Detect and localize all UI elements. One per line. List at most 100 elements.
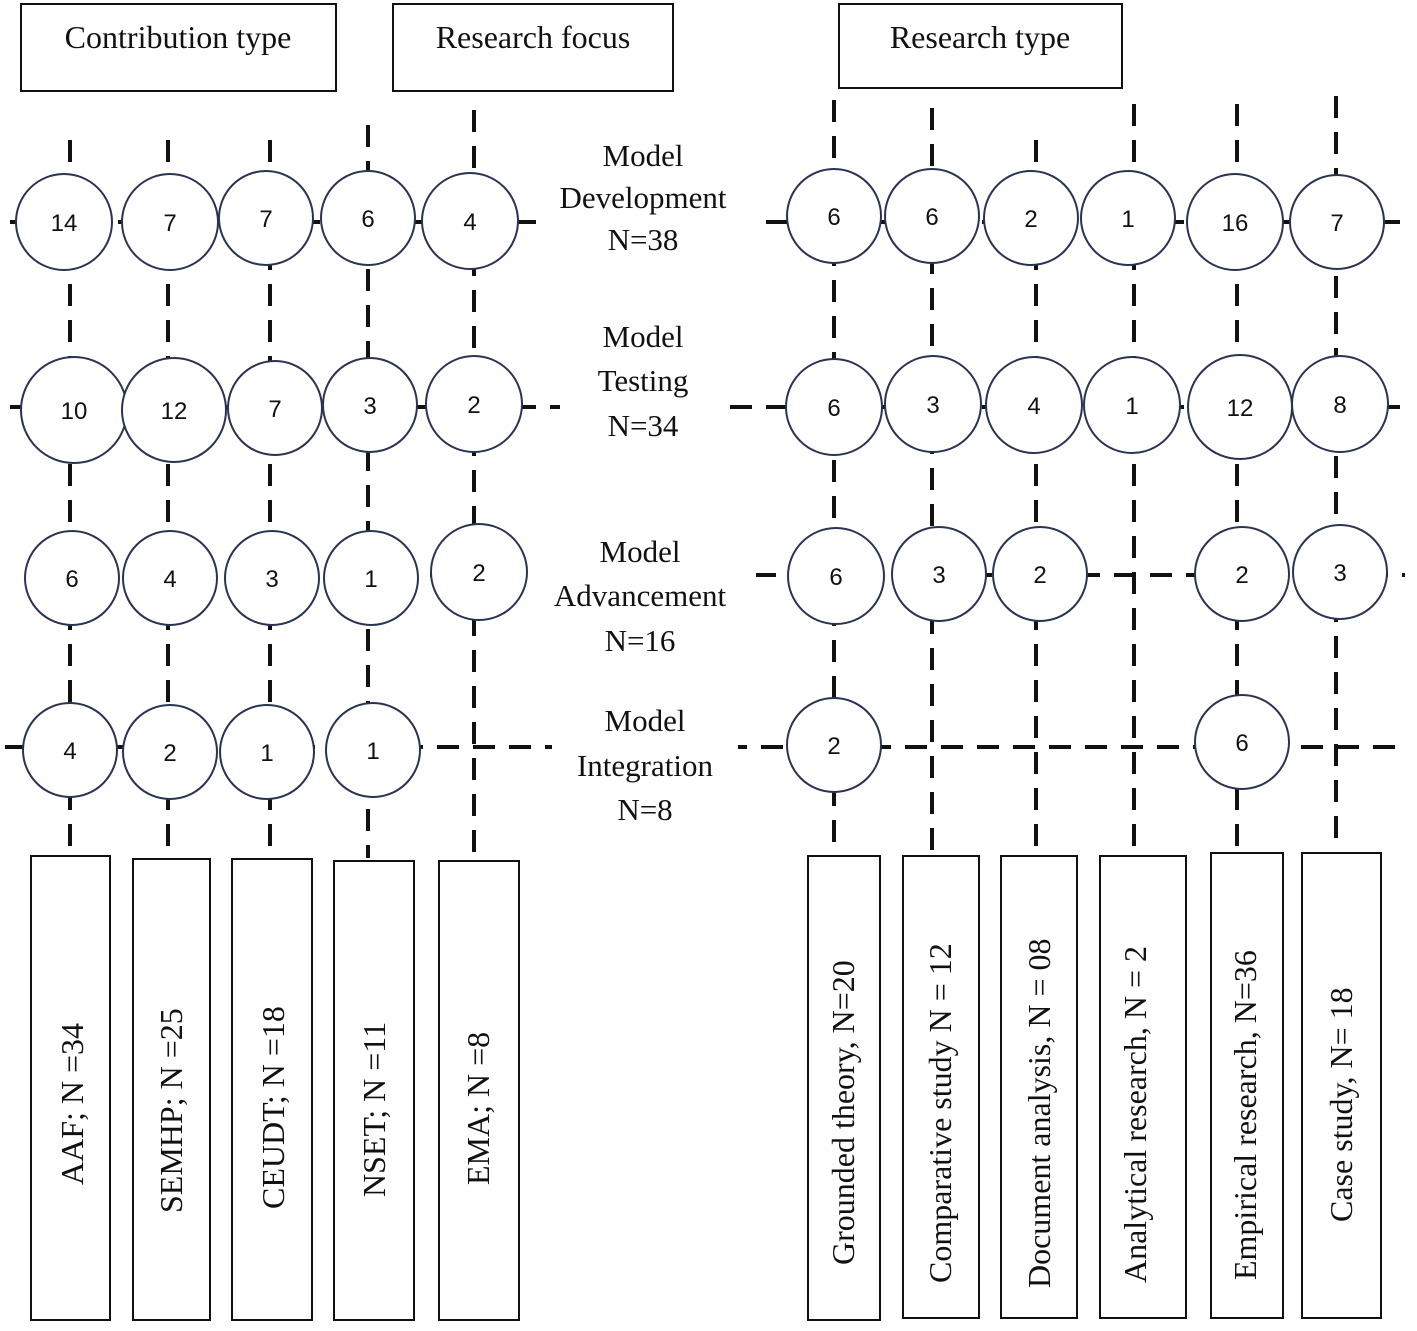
count-circle: 2 (786, 697, 882, 793)
horizontal-dashed-lines (5, 220, 1405, 749)
count-value: 8 (1333, 392, 1346, 419)
count-value: 2 (163, 740, 176, 767)
count-circle: 2 (1194, 526, 1290, 622)
contribution-box-label: AAF; N =34 (54, 1023, 90, 1185)
count-value: 7 (259, 206, 272, 233)
research-box-label: Analytical research, N = 2 (1117, 946, 1153, 1283)
count-value: 2 (827, 733, 840, 760)
row-label-line2: Testing (598, 363, 689, 398)
row-label-integration: Model Integration N=8 (552, 698, 738, 828)
row-label-count: N=38 (608, 222, 679, 257)
count-circle: 6 (884, 168, 980, 264)
count-circle: 12 (1187, 354, 1293, 460)
row-label-count: N=8 (617, 792, 672, 827)
count-value: 16 (1222, 210, 1249, 237)
count-circle: 14 (15, 173, 113, 271)
row-advancement-circles: 6 4 3 1 2 6 3 2 2 3 (24, 523, 1388, 626)
research-box-label: Comparative study N = 12 (922, 943, 958, 1283)
count-value: 4 (163, 566, 176, 593)
research-type-boxes: Grounded theory, N=20 Comparative study … (807, 852, 1382, 1321)
count-circle: 4 (122, 530, 218, 626)
count-value: 3 (926, 392, 939, 419)
count-circle: 7 (121, 173, 219, 271)
count-circle: 6 (24, 530, 120, 626)
row-label-advancement: Model Advancement N=16 (530, 528, 756, 662)
research-box-document-analysis: Document analysis, N = 08 (1000, 855, 1078, 1319)
row-label-line2: Integration (577, 748, 714, 783)
count-circle: 2 (425, 355, 523, 453)
research-box-label: Grounded theory, N=20 (825, 960, 861, 1265)
count-circle: 7 (227, 360, 323, 456)
count-circle: 4 (421, 172, 519, 270)
contribution-box-nset: NSET; N =11 (333, 860, 415, 1321)
count-circle: 3 (1292, 524, 1388, 620)
count-circle: 12 (121, 357, 227, 463)
contribution-box-ceudt: CEUDT; N =18 (231, 858, 313, 1321)
count-value: 12 (161, 398, 188, 425)
count-circle: 4 (985, 356, 1083, 454)
count-circle: 1 (1080, 170, 1176, 266)
count-value: 7 (1330, 210, 1343, 237)
header-contribution-type: Contribution type (20, 3, 337, 92)
count-value: 6 (65, 566, 78, 593)
row-label-count: N=16 (605, 623, 676, 658)
row-label-count: N=34 (608, 408, 679, 443)
count-value: 6 (925, 204, 938, 231)
count-circle: 6 (787, 527, 885, 625)
count-circle: 2 (122, 704, 218, 800)
row-label-line1: Model (605, 703, 686, 738)
count-value: 6 (1235, 730, 1248, 757)
row-label-development: Model Development N=38 (536, 130, 760, 262)
research-box-empirical-research: Empirical research, N=36 (1210, 852, 1284, 1319)
count-circle: 6 (786, 168, 882, 264)
research-box-analytical-research: Analytical research, N = 2 (1099, 855, 1187, 1319)
count-circle: 2 (992, 526, 1088, 622)
count-value: 1 (366, 738, 379, 765)
research-box-case-study: Case study, N= 18 (1301, 852, 1382, 1319)
count-value: 2 (467, 392, 480, 419)
header-contribution-type-label: Contribution type (65, 19, 292, 55)
count-circle: 1 (1083, 356, 1181, 454)
research-box-label: Document analysis, N = 08 (1021, 938, 1057, 1288)
count-circle: 1 (219, 704, 315, 800)
count-value: 6 (829, 564, 842, 591)
count-value: 7 (163, 210, 176, 237)
count-value: 4 (1027, 393, 1040, 420)
count-circle: 10 (20, 356, 128, 464)
row-integration-circles: 4 2 1 1 2 6 (22, 694, 1290, 800)
contribution-box-ema: EMA; N =8 (438, 860, 520, 1321)
row-label-testing: Model Testing N=34 (560, 312, 730, 444)
count-value: 3 (1333, 560, 1346, 587)
count-value: 1 (260, 740, 273, 767)
count-circle: 6 (1194, 694, 1290, 790)
contribution-box-label: SEMHP; N =25 (153, 1008, 189, 1213)
count-value: 1 (1121, 206, 1134, 233)
count-value: 4 (463, 209, 476, 236)
row-label-line1: Model (600, 534, 681, 569)
row-development-circles: 14 7 7 6 4 6 6 2 1 16 7 (15, 168, 1385, 271)
count-value: 4 (63, 738, 76, 765)
header-research-focus-label: Research focus (436, 19, 631, 55)
count-circle: 6 (320, 170, 416, 266)
count-value: 6 (827, 395, 840, 422)
research-box-label: Case study, N= 18 (1323, 987, 1359, 1222)
research-box-comparative-study: Comparative study N = 12 (902, 855, 980, 1319)
contribution-box-label: CEUDT; N =18 (255, 1006, 291, 1209)
count-circle: 7 (218, 170, 314, 266)
count-value: 3 (265, 566, 278, 593)
count-circle: 4 (22, 702, 118, 798)
count-circle: 16 (1186, 173, 1284, 271)
count-circle: 3 (224, 530, 320, 626)
count-value: 14 (51, 210, 78, 237)
count-value: 2 (1235, 562, 1248, 589)
count-circle: 1 (325, 702, 421, 798)
count-value: 2 (472, 560, 485, 587)
header-research-focus: Research focus (392, 3, 674, 92)
research-box-label: Empirical research, N=36 (1227, 950, 1263, 1280)
count-value: 12 (1227, 395, 1254, 422)
row-label-line2: Advancement (554, 578, 727, 613)
header-research-type: Research type (838, 3, 1123, 89)
count-value: 6 (361, 206, 374, 233)
count-circle: 7 (1289, 174, 1385, 270)
